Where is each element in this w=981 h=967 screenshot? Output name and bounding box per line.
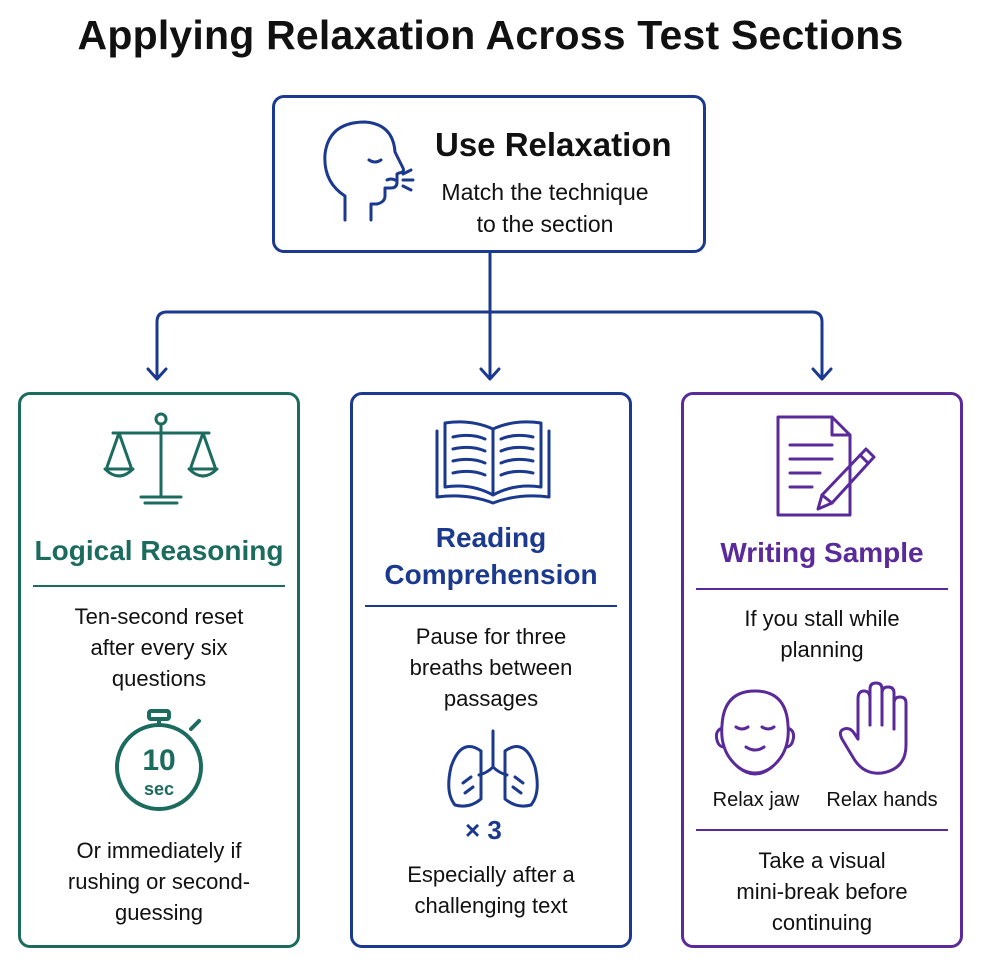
- logical-footer: Or immediately if rushing or second- gue…: [67, 838, 251, 925]
- writing-footer: Take a visual mini-break before continui…: [736, 848, 908, 935]
- page-title: Applying Relaxation Across Test Sections: [77, 12, 904, 58]
- relaxed-face-icon: [714, 689, 796, 776]
- arrow-left: [146, 367, 168, 381]
- writing-sample-card: Writing Sample If you stall while planni…: [681, 392, 963, 948]
- reading-comprehension-heading: Reading Comprehension: [384, 522, 598, 590]
- writing-sample-heading: Writing Sample: [720, 537, 924, 568]
- relax-hands-label: Relax hands: [826, 789, 938, 811]
- relax-jaw-label: Relax jaw: [712, 789, 800, 811]
- document-pencil-icon: [776, 415, 876, 517]
- timer-number: 10: [142, 744, 175, 777]
- branch-line: [155, 310, 824, 380]
- scale-icon: [103, 412, 219, 505]
- writing-divider: [696, 588, 948, 590]
- multiplier-label: × 3: [465, 815, 502, 845]
- breathing-head-icon: [323, 120, 415, 222]
- reading-footer: Especially after a challenging text: [407, 862, 575, 918]
- use-relaxation-box: Use Relaxation Match the technique to th…: [272, 95, 706, 253]
- timer-unit: sec: [144, 779, 174, 799]
- logical-reasoning-card: Logical Reasoning Ten-second reset after…: [18, 392, 300, 948]
- writing-body: If you stall while planning: [744, 606, 900, 662]
- top-title: Use Relaxation: [435, 126, 672, 163]
- logical-reasoning-heading: Logical Reasoning: [34, 535, 284, 566]
- reading-body: Pause for three breaths between passages: [409, 624, 573, 711]
- lungs-icon: [447, 729, 539, 808]
- logical-divider: [33, 585, 285, 587]
- top-subtitle: Match the technique to the section: [441, 179, 649, 237]
- arrow-middle: [479, 367, 501, 381]
- reading-comprehension-card: Reading Comprehension Pause for three br…: [350, 392, 632, 948]
- reading-divider: [365, 605, 617, 607]
- writing-divider-2: [696, 829, 948, 831]
- open-book-icon: [435, 420, 551, 505]
- logical-body: Ten-second reset after every six questio…: [74, 604, 244, 691]
- stopwatch-icon: 10 sec: [115, 709, 203, 811]
- open-hand-icon: [838, 681, 908, 775]
- arrow-right: [811, 367, 833, 381]
